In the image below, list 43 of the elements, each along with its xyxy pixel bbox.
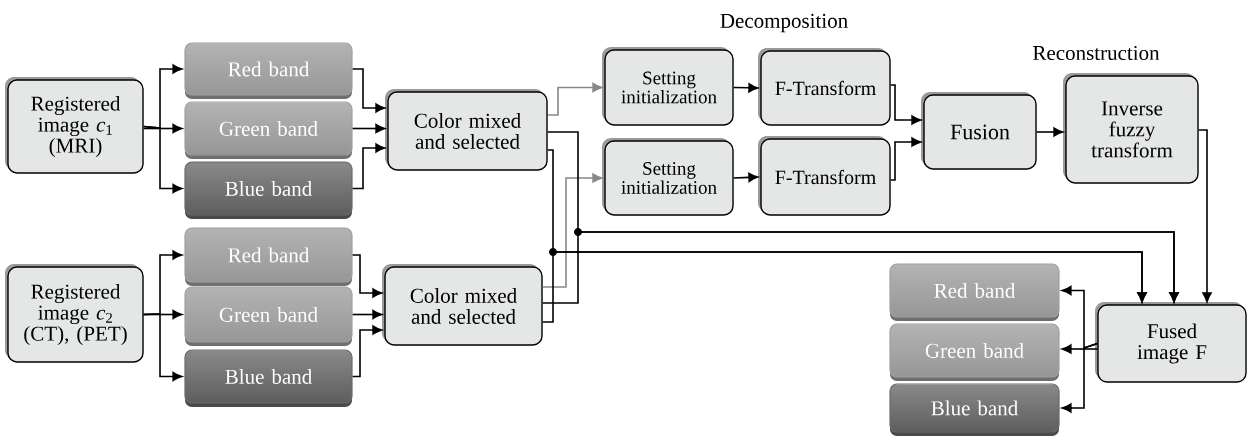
section-label: Reconstruction: [1033, 45, 1160, 61]
arrow: [351, 68, 386, 113]
band-box: Blue band: [889, 383, 1060, 436]
process-box: Fused image F: [1095, 302, 1247, 383]
arrow: [142, 125, 183, 194]
process-box: Color mixed and selected: [385, 89, 548, 171]
arrow: [546, 82, 603, 116]
arrow: [541, 173, 603, 288]
arrow: [351, 143, 386, 190]
band-box: Red band: [184, 227, 353, 286]
band-box: Red band: [184, 42, 353, 99]
arrow: [351, 123, 386, 134]
arrow: [351, 325, 383, 378]
arrow: [541, 231, 1179, 304]
band-box: Red band: [889, 263, 1060, 321]
arrow: [351, 309, 383, 320]
band-box: Green band: [889, 323, 1060, 381]
arrow: [889, 137, 922, 181]
section-label: Decomposition: [720, 13, 848, 33]
process-box: Color mixed and selected: [382, 264, 543, 346]
arrow: [351, 254, 383, 298]
arrow: [142, 313, 183, 382]
process-box: F-Transform: [758, 48, 891, 126]
process-box: Setting initialization: [602, 47, 734, 126]
process-box: Registered image c$_{2}$ (CT), (PET): [5, 264, 144, 363]
process-box: Inverse fuzzy transform: [1063, 73, 1199, 184]
arrow: [1061, 342, 1099, 413]
arrow: [889, 84, 922, 125]
process-box: Registered image c$_{1}$ (MRI): [5, 77, 144, 174]
arrow: [541, 251, 1147, 323]
arrow: [1061, 344, 1099, 354]
process-box: Fusion: [921, 92, 1037, 170]
band-box: Blue band: [184, 161, 353, 219]
arrow: [142, 123, 183, 134]
band-box: Green band: [184, 286, 353, 346]
band-box: Blue band: [184, 349, 353, 407]
arrow: [732, 172, 759, 183]
band-box: Green band: [184, 101, 353, 159]
process-box: Setting initialization: [602, 138, 734, 216]
arrow: [1197, 129, 1212, 303]
arrow: [732, 83, 759, 93]
process-box: F-Transform: [758, 136, 891, 216]
arrow: [1035, 127, 1064, 137]
